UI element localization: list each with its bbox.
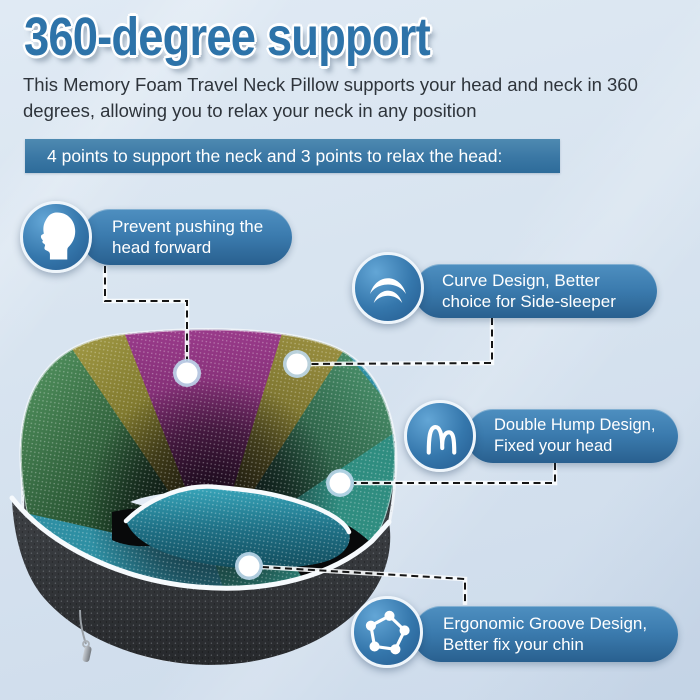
callout-label: Ergonomic Groove Design, Better fix your… [413,606,678,662]
description-line-1: This Memory Foam Travel Neck Pillow supp… [23,74,638,95]
callout-label: Curve Design, Better choice for Side-sle… [414,264,657,318]
zipper [79,609,92,662]
callout-label: Prevent pushing the head forward [82,209,292,265]
banner: 4 points to support the neck and 3 point… [25,139,560,173]
callout-label: Double Hump Design, Fixed your head [466,409,678,463]
description: This Memory Foam Travel Neck Pillow supp… [23,72,638,124]
curve-arcs-icon [352,252,424,324]
head-profile-icon [20,201,92,273]
pentagon-nodes-icon [351,596,423,668]
double-hump-icon [404,400,476,472]
description-line-2: degrees, allowing you to relax your neck… [23,100,477,121]
page-title: 360-degree support [24,7,431,67]
